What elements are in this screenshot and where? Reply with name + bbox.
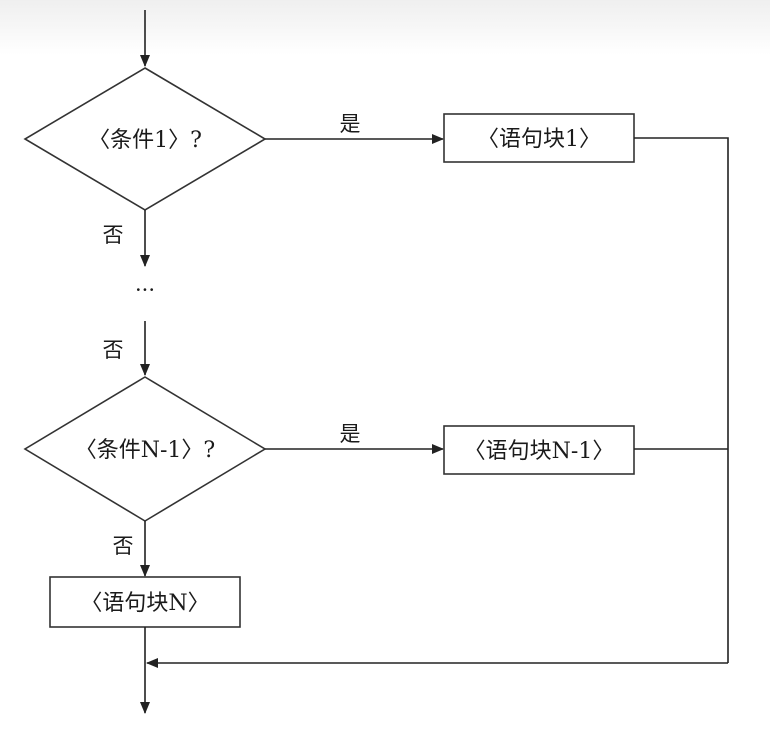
ellipsis: ··· xyxy=(135,278,155,302)
statement-block-n-label: 〈语句块N〉 xyxy=(80,591,209,616)
statement-block-n-1-label: 〈语句块N-1〉 xyxy=(464,439,615,464)
decision-condition-1-label: 〈条件1〉? xyxy=(88,128,202,153)
statement-block-n-1 xyxy=(443,425,635,475)
decision-condition-n-1-label: 〈条件N-1〉? xyxy=(75,438,215,463)
merge-line-block-1 xyxy=(634,137,729,663)
statement-block-1-label: 〈语句块1〉 xyxy=(477,127,601,152)
yes-label-n-1: 是 xyxy=(340,422,361,446)
statement-block-1 xyxy=(443,113,635,163)
statement-block-n xyxy=(49,576,241,628)
no-label-2: 否 xyxy=(103,338,124,362)
yes-label-1: 是 xyxy=(340,112,361,136)
no-label-3: 否 xyxy=(113,534,134,558)
no-label-1: 否 xyxy=(103,223,124,247)
